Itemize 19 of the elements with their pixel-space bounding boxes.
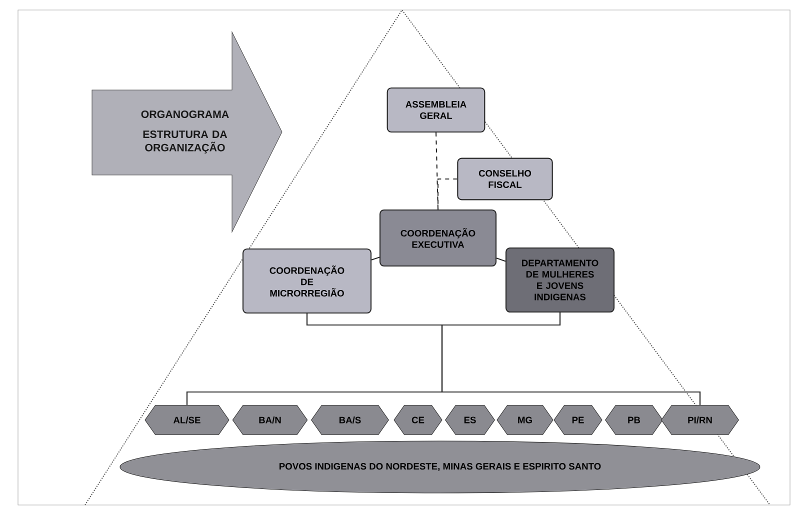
connector xyxy=(371,256,380,260)
org-box: CONSELHO FISCAL xyxy=(457,158,553,200)
region-hexagon: BA/S xyxy=(311,405,389,435)
region-hexagon: PB xyxy=(605,405,663,435)
region-hexagon: ES xyxy=(445,405,495,435)
org-box: DEPARTAMENTO DE MULHERES E JOVENS INDIGENAS xyxy=(505,247,615,313)
connector xyxy=(496,258,506,262)
org-box: COORDENAÇÃO DE MICRORREGIÃO xyxy=(242,248,372,314)
region-hexagon: MG xyxy=(496,405,554,435)
org-box: COORDENAÇÃO EXECUTIVA xyxy=(379,209,497,267)
region-hexagon: PE xyxy=(554,405,602,435)
region-hexagon: PI/RN xyxy=(661,405,739,435)
connector xyxy=(437,178,458,210)
connector xyxy=(441,312,701,406)
org-box: ASSEMBLEIA GERAL xyxy=(386,87,486,133)
connector xyxy=(435,132,439,210)
region-hexagon: AL/SE xyxy=(144,405,230,435)
region-hexagon: CE xyxy=(394,405,442,435)
region-hexagon: BA/N xyxy=(232,405,308,435)
